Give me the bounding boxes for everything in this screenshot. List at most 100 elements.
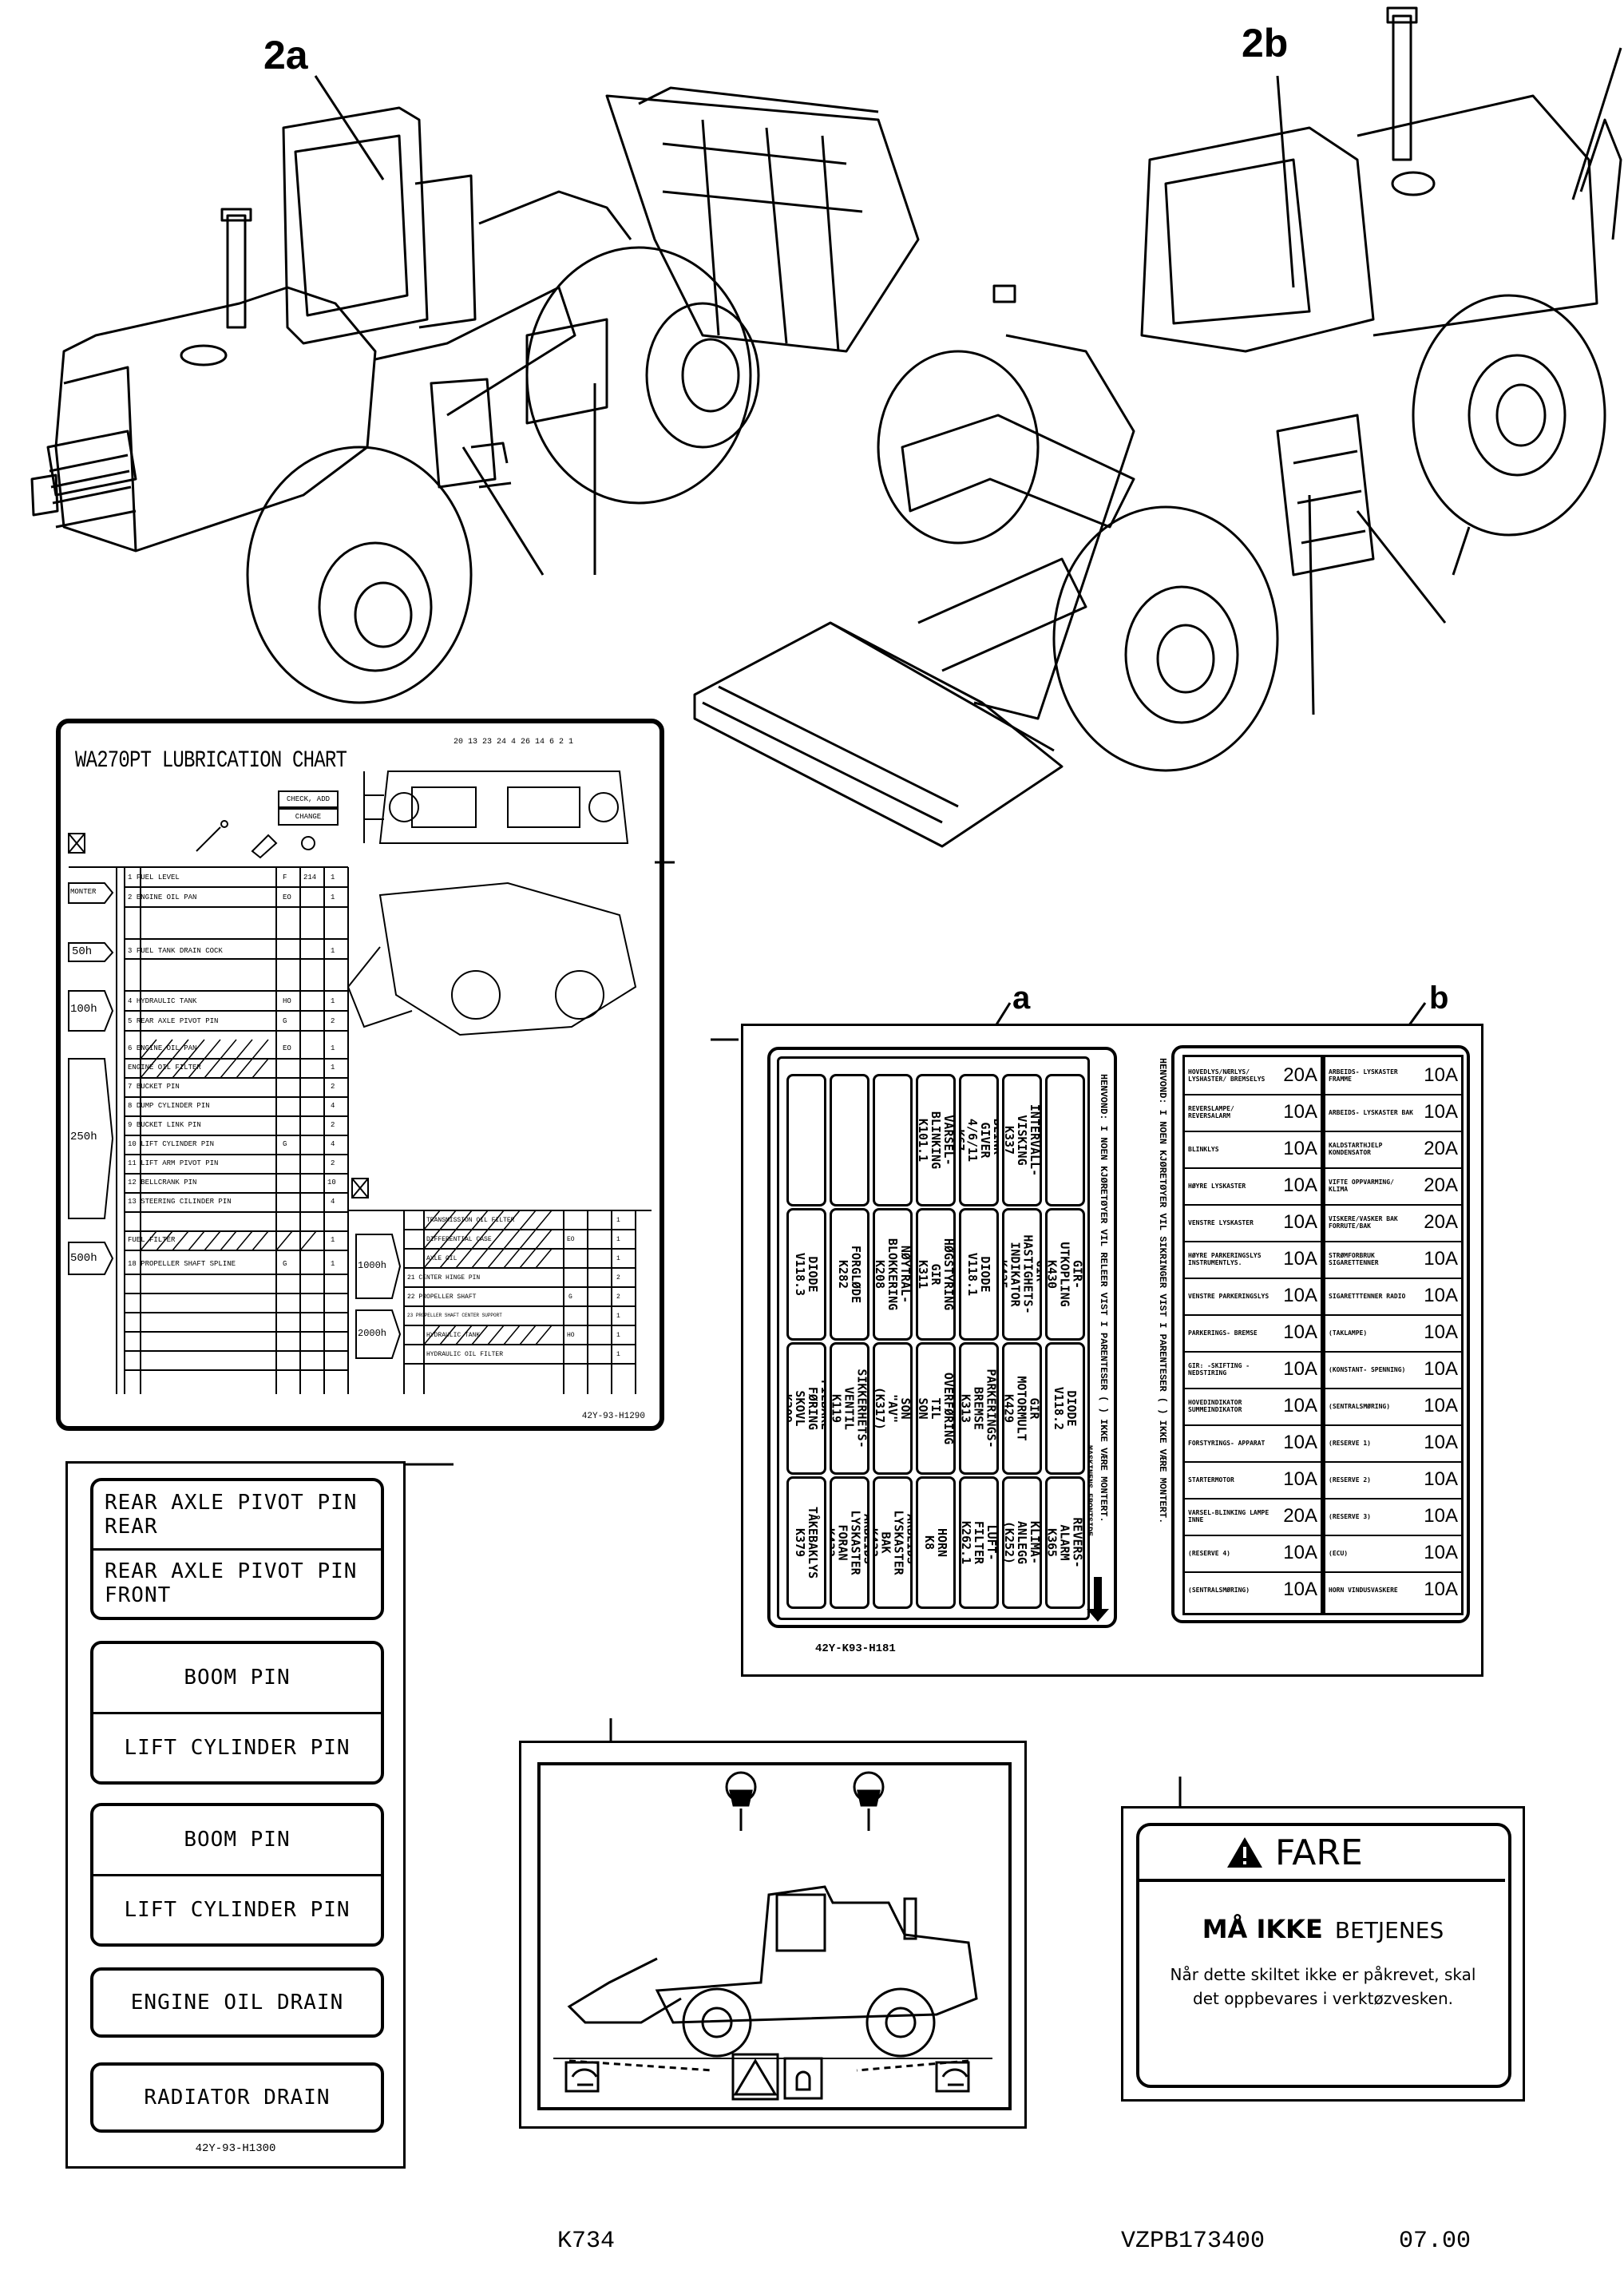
- pin-label-text: REAR AXLE PIVOT PIN REAR: [105, 1490, 358, 1539]
- lube-row: 18 PROPELLER SHAFT SPLINE: [128, 1260, 236, 1268]
- lube-row-cap: 214: [303, 874, 317, 881]
- lube-right-row-qty: 2: [616, 1293, 620, 1301]
- relay-grid-frame: [777, 1056, 1090, 1620]
- lube-row: FUEL FILTER: [128, 1236, 176, 1244]
- pin-label-boom-1: BOOM PIN LIFT CYLINDER PIN: [90, 1641, 384, 1785]
- relay-panel: TÅKEBAKLYS K379 FILBAKE- FØRING SKOVL K2…: [767, 1047, 1117, 1628]
- lube-row-qty: 10: [327, 1179, 336, 1187]
- lube-row-qty: 4: [331, 1198, 335, 1206]
- lube-row: ENGINE OIL FILTER: [128, 1064, 201, 1072]
- pin-label-text: BOOM PIN: [184, 1666, 291, 1690]
- lube-row-qty: 2: [331, 1017, 335, 1025]
- lube-right-row-qty: 1: [616, 1313, 620, 1320]
- callout-2a: 2a: [263, 33, 308, 77]
- lube-right-row-oil: EO: [567, 1236, 575, 1243]
- lube-row-qty: 1: [331, 874, 335, 881]
- lube-row-oil: G: [283, 1017, 287, 1025]
- relay-cell: INTERVALL- VISKING K337: [1002, 1074, 1042, 1206]
- lube-row-qty: 2: [331, 1121, 335, 1129]
- lube-row: 3 FUEL TANK DRAIN COCK: [128, 947, 223, 955]
- danger-label: FARE MÅ IKKE BETJENES Når dette skiltet …: [1121, 1806, 1525, 2102]
- relay-cell: ARBEIDS- LYSKASTER BAK K433: [873, 1476, 913, 1609]
- lifting-hook-icon: [725, 1771, 757, 1831]
- relay-cell: BLINK- GIVER 4/6/11 K67: [959, 1074, 999, 1206]
- lube-row: 5 REAR AXLE PIVOT PIN: [128, 1017, 219, 1025]
- fuse-row: (KONSTANT- SPENNING)10A: [1325, 1351, 1461, 1389]
- lube-right-row-qty: 1: [616, 1217, 620, 1224]
- relay-cell: FORGLØDE K282: [830, 1208, 869, 1341]
- danger-subtitle-rest: BETJENES: [1334, 1917, 1444, 1943]
- relay-cell: GIR MOTORMULT K429: [1002, 1342, 1042, 1475]
- lube-row-qty: 4: [331, 1140, 335, 1148]
- front-side-label: MASKINENS FRONTSIDE: [1084, 1445, 1093, 1537]
- pin-label-text: REAR AXLE PIVOT PIN FRONT: [105, 1559, 358, 1608]
- fuse-panel-code: 42Y-K93-H181: [815, 1642, 896, 1655]
- danger-label-frame: [1136, 1823, 1511, 2088]
- lube-row-qty: 1: [331, 997, 335, 1005]
- lube-row-oil: G: [283, 1260, 287, 1268]
- relay-cell: [786, 1074, 826, 1206]
- lube-row-oil: EO: [283, 1044, 291, 1052]
- lube-row-qty: 1: [331, 1044, 335, 1052]
- danger-note-line-2: det oppbevares i verktøzvesken.: [1193, 1989, 1453, 2008]
- relay-cell: SON "AV" (K317): [873, 1342, 913, 1475]
- danger-subtitle-bold: MÅ IKKE: [1202, 1914, 1323, 1944]
- warning-triangle-icon: [1227, 1837, 1262, 1868]
- lube-row: 9 BUCKET LINK PIN: [128, 1121, 201, 1129]
- fuse-row: (SENTRALSMØRING)10A: [1188, 1579, 1317, 1600]
- fuse-row: (RESERVE 4)10A: [1185, 1535, 1321, 1573]
- relay-cell: ARBEIDS- LYSKASTER FORAN K432: [830, 1476, 869, 1609]
- fuse-row: (RESERVE 1)10A: [1325, 1424, 1461, 1463]
- relay-cell: HORN K8: [916, 1476, 956, 1609]
- relay-cell: PARKERINGS- BREMSE K313: [959, 1342, 999, 1475]
- lift-point-label: [519, 1741, 1027, 2129]
- lube-row-oil: EO: [283, 893, 291, 901]
- relay-cell: BRYTER OVERFØRING TIL SON (K314): [916, 1342, 956, 1475]
- interval-label: 250h: [70, 1131, 97, 1143]
- lube-row: 12 BELLCRANK PIN: [128, 1179, 197, 1187]
- relay-note: HENVOND: I NOEN KJØRETØYER VIL RELEER VI…: [1098, 1074, 1109, 1523]
- lube-right-row-qty: 2: [616, 1274, 620, 1282]
- left-loader-drawing: [30, 75, 920, 704]
- lube-row: 6 ENGINE OIL PAN: [128, 1044, 197, 1052]
- danger-subtitle: MÅ IKKE BETJENES: [1123, 1914, 1523, 1944]
- pin-label-text: ENGINE OIL DRAIN: [130, 1991, 344, 2015]
- lube-top-numbers: 20 13 23 24 4 26 14 6 2 1: [454, 738, 574, 747]
- lube-right-row-qty: 1: [616, 1236, 620, 1243]
- lube-right-row: DIFFERENTIAL CASE: [426, 1236, 492, 1243]
- fuse-note: HENVOND: I NOEN KJØRETØYER VIL SIKRINGER…: [1157, 1058, 1168, 1524]
- lube-row: 1 FUEL LEVEL: [128, 874, 180, 881]
- lube-right-row: TRANSMISSION OIL FILTER: [426, 1217, 515, 1224]
- lube-chart-title: WA270PT LUBRICATION CHART: [75, 747, 347, 775]
- relay-cell: DIODE V118.2: [1045, 1342, 1085, 1475]
- lube-row-qty: 1: [331, 947, 335, 955]
- lube-row-qty: 1: [331, 1236, 335, 1244]
- lube-row: 4 HYDRAULIC TANK: [128, 997, 197, 1005]
- lube-row: 2 ENGINE OIL PAN: [128, 893, 197, 901]
- relay-cell: [1045, 1074, 1085, 1206]
- relay-cell: DIODE V118.3: [786, 1208, 826, 1341]
- lube-row-qty: 2: [331, 1159, 335, 1167]
- lube-row: 10 LIFT CYLINDER PIN: [128, 1140, 215, 1148]
- fuse-row: (SENTRALSMØRING)10A: [1325, 1388, 1461, 1426]
- fuse-label-sheet: TÅKEBAKLYS K379 FILBAKE- FØRING SKOVL K2…: [741, 1024, 1483, 1677]
- fuse-row: HØYRE PARKERINGSLYS INSTRUMENTLYS.10A: [1185, 1241, 1321, 1279]
- pin-label-rear-axle: REAR AXLE PIVOT PIN REAR REAR AXLE PIVOT…: [90, 1478, 384, 1620]
- legend-check-add: CHECK, ADD: [278, 790, 339, 808]
- callout-b: b: [1429, 981, 1449, 1016]
